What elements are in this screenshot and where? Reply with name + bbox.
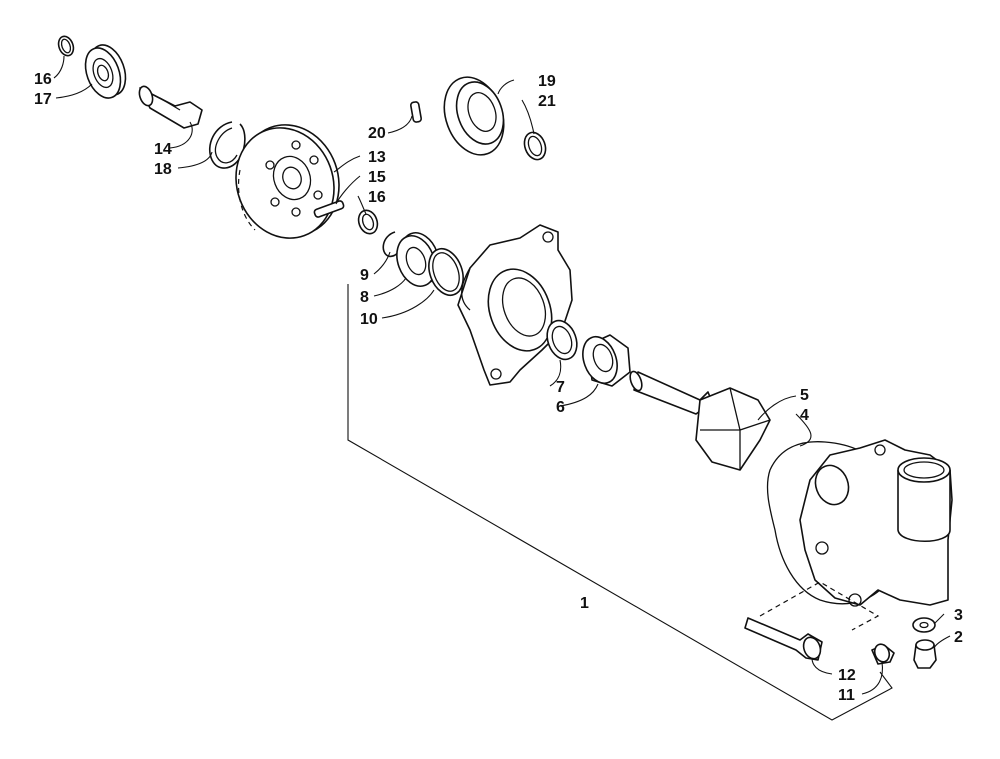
impeller-5 xyxy=(629,370,771,471)
shaft-14 xyxy=(138,85,203,129)
callout-1: 1 xyxy=(580,595,589,612)
callout-6: 6 xyxy=(556,399,565,416)
callout-14: 14 xyxy=(154,141,172,158)
bolt-12 xyxy=(744,617,823,661)
callout-16-top: 16 xyxy=(34,71,52,88)
callout-18: 18 xyxy=(154,161,172,178)
callout-13: 13 xyxy=(368,149,386,166)
callout-10: 10 xyxy=(360,311,378,328)
pin-15 xyxy=(313,200,345,218)
callout-16-middle: 16 xyxy=(368,189,386,206)
callout-numbers: 16 17 14 18 20 13 15 16 19 21 9 8 10 7 6… xyxy=(34,71,963,704)
bolt-11 xyxy=(871,643,895,665)
snap-ring-16-top xyxy=(57,35,75,57)
callout-12: 12 xyxy=(838,667,856,684)
snap-ring-16-middle xyxy=(357,209,379,235)
callout-5: 5 xyxy=(800,387,809,404)
washer-3 xyxy=(912,617,936,633)
callout-7: 7 xyxy=(556,379,565,396)
alignment-lines xyxy=(237,169,880,631)
assembly-bracket-1 xyxy=(347,284,893,721)
snap-ring-21 xyxy=(523,131,547,161)
mechanical-seal-6 xyxy=(582,334,631,387)
callout-2: 2 xyxy=(954,629,963,646)
pin-20 xyxy=(409,101,423,123)
callout-20: 20 xyxy=(368,125,386,142)
callout-8: 8 xyxy=(360,289,369,306)
leader-lines xyxy=(53,55,951,695)
seal-7 xyxy=(546,319,578,361)
circlip-18 xyxy=(208,121,246,169)
callout-17: 17 xyxy=(34,91,52,108)
gear-19 xyxy=(443,76,505,156)
drain-bolt-2 xyxy=(913,639,937,669)
callout-9: 9 xyxy=(360,267,369,284)
callout-15: 15 xyxy=(368,169,386,186)
callout-11: 11 xyxy=(838,687,855,704)
callout-19: 19 xyxy=(538,73,556,90)
pump-housing xyxy=(457,224,573,386)
callout-3: 3 xyxy=(954,607,963,624)
bearing-17 xyxy=(84,44,127,99)
callout-4: 4 xyxy=(800,407,809,424)
gear-13 xyxy=(235,124,340,239)
pump-cover xyxy=(799,439,953,607)
o-ring-10 xyxy=(428,247,464,297)
callout-21: 21 xyxy=(538,93,556,110)
